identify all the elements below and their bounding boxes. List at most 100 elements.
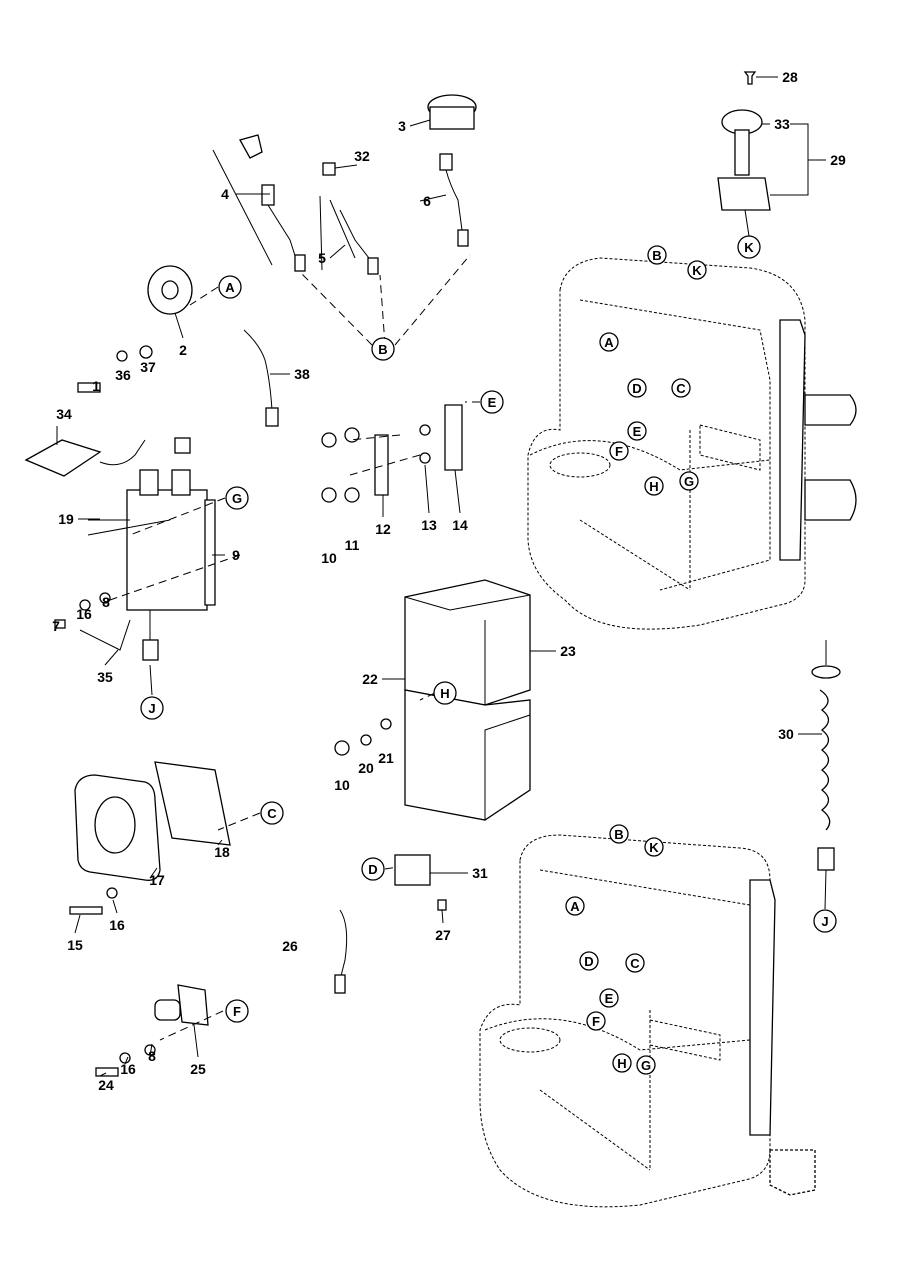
callout-letter: G [232, 491, 242, 506]
frame-top-letters: B K A D C EF H G [599, 245, 707, 496]
callout-letter: H [617, 1056, 626, 1071]
callout-number: 28 [782, 69, 798, 85]
callout-number: 22 [362, 671, 378, 687]
callout-circle [644, 837, 664, 857]
callout-number: 19 [58, 511, 74, 527]
callout-circle [599, 332, 619, 352]
callout-circle [627, 378, 647, 398]
callout-letter: B [614, 827, 623, 842]
callout-circle [737, 235, 761, 259]
leader-lines [56, 76, 827, 1077]
callout-number: 16 [120, 1061, 136, 1077]
callout-letter: H [440, 686, 449, 701]
callout-number: 21 [378, 750, 394, 766]
callout-circle [636, 1055, 656, 1075]
callout-letter: B [652, 248, 661, 263]
callout-number: 27 [435, 927, 451, 943]
callout-letter: J [148, 701, 155, 716]
callout-number: 10 [334, 777, 350, 793]
callout-letter: A [570, 899, 580, 914]
callout-number: 18 [214, 844, 230, 860]
callout-letter: K [744, 240, 754, 255]
callout-number: 23 [560, 643, 576, 659]
callout-circle [609, 441, 629, 461]
callout-number: 36 [115, 367, 131, 383]
callout-circle [565, 896, 585, 916]
callout-circle [218, 275, 242, 299]
callout-circle [679, 471, 699, 491]
parts [24, 71, 841, 1077]
callout-letter: E [633, 424, 642, 439]
callout-number: 5 [318, 250, 326, 266]
callout-letter: C [267, 806, 277, 821]
callout-number: 7 [52, 618, 60, 634]
callout-letter: A [225, 280, 235, 295]
callout-number: 8 [102, 594, 110, 610]
callout-number: 11 [345, 537, 360, 553]
callout-circle [225, 486, 249, 510]
callout-letter: C [676, 381, 686, 396]
callout-circle [644, 476, 664, 496]
callout-circle [625, 953, 645, 973]
callout-letter: A [604, 335, 614, 350]
callout-number: 8 [148, 1048, 156, 1064]
callout-number: 29 [830, 152, 846, 168]
callout-number: 34 [56, 406, 72, 422]
callout-number: 16 [109, 917, 125, 933]
callout-number: 16 [76, 606, 92, 622]
callout-number: 6 [423, 193, 431, 209]
callout-letter: K [692, 263, 702, 278]
callout-number: 1 [92, 378, 100, 394]
callout-number: 20 [358, 760, 374, 776]
callout-circle [361, 857, 385, 881]
callout-number: 37 [140, 359, 156, 375]
frame-top [527, 257, 857, 630]
callout-letters: A B E G J H C D F J K [140, 235, 837, 1023]
callout-letter: C [630, 956, 640, 971]
callout-letter: F [233, 1004, 241, 1019]
callout-circle [687, 260, 707, 280]
callout-circle [612, 1053, 632, 1073]
callout-number: 35 [97, 669, 113, 685]
callout-circle [647, 245, 667, 265]
callout-letter: H [649, 479, 658, 494]
callout-circle [609, 824, 629, 844]
callout-number: 13 [421, 517, 437, 533]
callout-letter: J [821, 914, 828, 929]
callout-letter: G [684, 474, 694, 489]
callout-letter: F [615, 444, 623, 459]
callout-number: 31 [472, 865, 488, 881]
callout-circle [599, 988, 619, 1008]
callout-number: 25 [190, 1061, 206, 1077]
callout-number: 38 [294, 366, 310, 382]
callout-letter: E [488, 395, 497, 410]
callout-circle [433, 681, 457, 705]
callout-circle [671, 378, 691, 398]
callout-circle [627, 421, 647, 441]
callout-letter: F [592, 1014, 600, 1029]
callout-number: 2 [179, 342, 187, 358]
callout-letter: B [378, 342, 387, 357]
callout-number: 14 [452, 517, 468, 533]
callout-number: 4 [221, 186, 229, 202]
callout-number: 10 [321, 550, 337, 566]
callout-circle [586, 1011, 606, 1031]
callout-circle [260, 801, 284, 825]
callout-number: 9 [232, 547, 240, 563]
callout-letter: D [584, 954, 593, 969]
callout-number: 24 [98, 1077, 114, 1093]
callout-number: 26 [282, 938, 298, 954]
callout-letter: K [649, 840, 659, 855]
callout-circle [140, 696, 164, 720]
callout-letter: G [641, 1058, 651, 1073]
callout-letter: D [632, 381, 641, 396]
callout-circle [480, 390, 504, 414]
callout-letter: E [605, 991, 614, 1006]
callout-circle [371, 337, 395, 361]
callout-number: 12 [375, 521, 391, 537]
frame-bottom [479, 834, 816, 1208]
